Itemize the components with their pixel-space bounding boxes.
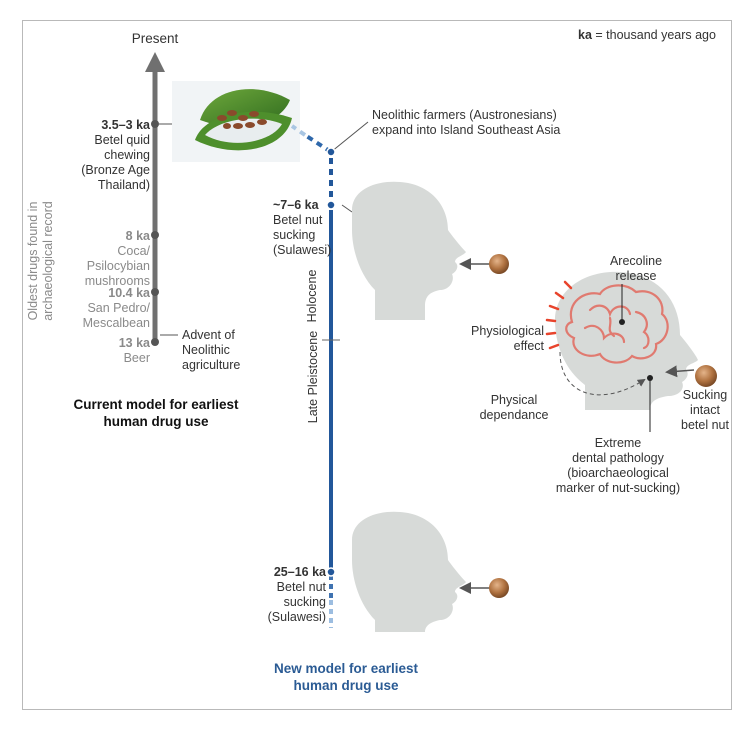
- current-model-axis: [145, 52, 178, 346]
- dot-10-4ka: [151, 288, 159, 296]
- event-line: sucking: [273, 228, 316, 242]
- present-label: Present: [131, 31, 179, 46]
- event-line: Thailand): [97, 178, 150, 192]
- dot-austronesian: [326, 147, 336, 157]
- figure-frame: [22, 20, 732, 710]
- epoch-holocene: Holocene: [305, 269, 319, 323]
- epoch-late-pleistocene: Late Pleistocene: [306, 330, 320, 424]
- current-axis-label-line2: archaeological record: [41, 201, 55, 321]
- brain-icon: [565, 284, 669, 364]
- arecoline-label: Arecoline release: [596, 254, 676, 284]
- new-model-axis: [290, 121, 369, 628]
- event-age: 13 ka: [118, 336, 150, 350]
- label-line: dental pathology: [572, 451, 664, 465]
- event-line: Betel nut: [273, 213, 323, 227]
- label-line: betel nut: [681, 418, 729, 432]
- betel-nut-icon-upper: [489, 254, 509, 274]
- note-line: expand into Island Southeast Asia: [372, 123, 561, 137]
- event-age: 3.5–3 ka: [101, 118, 150, 132]
- event-line: sucking: [283, 595, 326, 609]
- ka-key-text: = thousand years ago: [595, 28, 716, 42]
- physiological-label: Physiological effect: [460, 324, 544, 354]
- current-model-title: Current model for earliest human drug us…: [36, 396, 276, 430]
- title-line: human drug use: [103, 414, 209, 429]
- head-upper: [352, 181, 509, 320]
- new-model-title: New model for earliest human drug use: [246, 660, 446, 694]
- event-line: Coca/: [117, 244, 150, 258]
- current-axis-label-line1: Oldest drugs found in: [26, 201, 40, 321]
- head-lower: [352, 511, 509, 632]
- label-line: dependance: [479, 408, 549, 422]
- label-line: Extreme: [594, 436, 642, 450]
- event-line: mushrooms: [84, 274, 150, 288]
- event-age: 25–16 ka: [273, 565, 326, 579]
- note-line: Advent of: [182, 328, 235, 342]
- event-coca: 8 ka Coca/ Psilocybian mushrooms: [70, 229, 150, 289]
- austronesian-note: Neolithic farmers (Austronesians) expand…: [372, 108, 560, 138]
- event-line: Betel nut: [276, 580, 326, 594]
- dot-8ka: [151, 231, 159, 239]
- event-line: chewing: [104, 148, 150, 162]
- note-line: agriculture: [182, 358, 241, 372]
- mechanism-head: [545, 271, 717, 432]
- ka-key: ka = thousand years ago: [578, 28, 716, 43]
- event-line: (Bronze Age: [81, 163, 150, 177]
- event-line: San Pedro/: [87, 301, 150, 315]
- label-line: (bioarchaeological: [567, 466, 669, 480]
- event-age: 8 ka: [125, 229, 150, 243]
- event-line: Psilocybian: [86, 259, 150, 273]
- label-line: effect: [513, 339, 544, 353]
- neolithic-note: Advent of Neolithic agriculture: [182, 328, 240, 373]
- title-line: Current model for earliest: [73, 397, 239, 412]
- event-san-pedro: 10.4 ka San Pedro/ Mescalbean: [70, 286, 150, 331]
- event-line: (Sulawesi): [267, 610, 326, 624]
- betel-quid-photo: [172, 81, 300, 162]
- dot-25-16ka: [326, 567, 336, 577]
- current-axis-label: Oldest drugs found in archaeological rec…: [26, 176, 60, 346]
- betel-nut-icon-lower: [489, 578, 509, 598]
- ka-key-abbr: ka: [578, 28, 592, 42]
- betel-nut-icon-mechanism: [695, 365, 717, 387]
- label-line: intact: [690, 403, 720, 417]
- dot-13ka: [151, 338, 159, 346]
- dot-3-5ka: [151, 120, 159, 128]
- event-line: Beer: [123, 351, 150, 365]
- event-age: 10.4 ka: [108, 286, 150, 300]
- title-line: New model for earliest: [273, 661, 419, 676]
- note-line: Neolithic: [182, 343, 230, 357]
- event-line: Mescalbean: [82, 316, 150, 330]
- label-line: Physiological: [471, 324, 544, 338]
- event-betel-quid: 3.5–3 ka Betel quid chewing (Bronze Age …: [70, 118, 150, 193]
- event-betel-nut-old: 25–16 ka Betel nut sucking (Sulawesi): [246, 565, 326, 625]
- label-line: release: [615, 269, 657, 283]
- label-line: Physical: [490, 393, 538, 407]
- label-line: Arecoline: [609, 254, 663, 268]
- label-line: marker of nut-sucking): [555, 481, 681, 495]
- event-age: ~7–6 ka: [273, 198, 319, 212]
- note-line: Neolithic farmers (Austronesians): [372, 108, 557, 122]
- present-arrowhead: [145, 52, 165, 72]
- sucking-label: Sucking intact betel nut: [670, 388, 740, 433]
- dot-7-6ka: [326, 200, 336, 210]
- event-line: (Sulawesi): [273, 243, 332, 257]
- effect-highlight: [545, 280, 573, 350]
- dependance-label: Physical dependance: [474, 393, 554, 423]
- title-line: human drug use: [293, 678, 399, 693]
- event-line: Betel quid: [94, 133, 150, 147]
- event-beer: 13 ka Beer: [70, 336, 150, 366]
- event-betel-nut-recent: ~7–6 ka Betel nut sucking (Sulawesi): [273, 198, 331, 258]
- label-line: Sucking: [682, 388, 728, 402]
- pathology-label: Extreme dental pathology (bioarchaeologi…: [548, 436, 688, 496]
